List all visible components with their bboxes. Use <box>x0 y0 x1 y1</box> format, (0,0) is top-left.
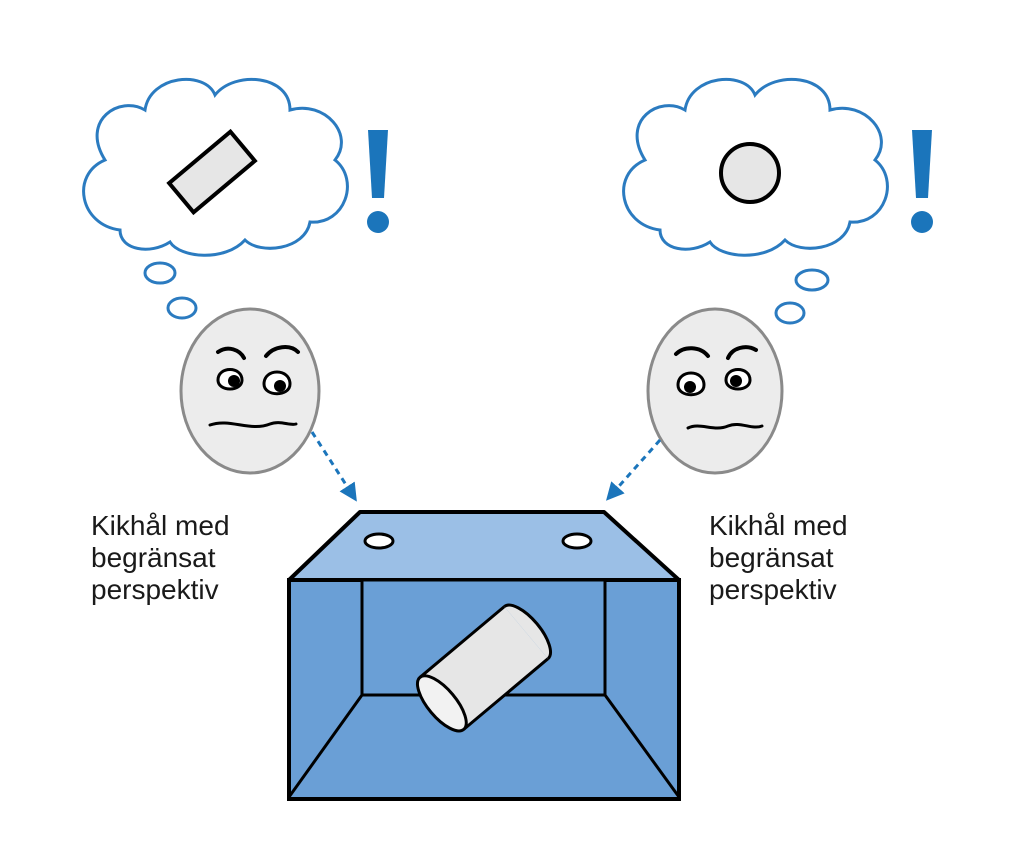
eye-right <box>724 368 752 391</box>
caption-line: Kikhål med <box>91 510 230 541</box>
exclamation-icon <box>367 130 389 233</box>
eye-left <box>676 371 706 397</box>
eye-left <box>216 368 244 391</box>
exclamation-icon <box>911 130 933 233</box>
face-left <box>179 307 321 475</box>
thought-bubble-small-left-2 <box>166 296 198 320</box>
box-top <box>287 510 681 582</box>
face-right <box>646 307 784 475</box>
peephole-left <box>363 532 395 550</box>
thought-bubble-small-right-2 <box>774 301 806 325</box>
caption-line: begränsat <box>91 542 216 573</box>
view-arrow-left <box>310 431 357 502</box>
rectangle-shape-icon <box>166 128 258 216</box>
caption-line: perspektiv <box>709 574 837 605</box>
view-arrow-right <box>606 439 662 501</box>
caption-peephole-right: Kikhål med begränsat perspektiv <box>709 510 848 606</box>
caption-line: begränsat <box>709 542 834 573</box>
eye-right <box>262 370 292 396</box>
caption-line: Kikhål med <box>709 510 848 541</box>
peephole-right <box>561 532 593 550</box>
thought-bubble-small-left-1 <box>143 261 177 285</box>
caption-line: perspektiv <box>91 574 219 605</box>
circle-shape-icon <box>719 142 781 204</box>
thought-cloud-left <box>82 77 349 320</box>
thought-bubble-small-right-1 <box>794 268 830 292</box>
caption-peephole-left: Kikhål med begränsat perspektiv <box>91 510 230 606</box>
cylinder-can-icon <box>416 603 552 733</box>
thought-cloud-right <box>622 77 889 325</box>
box <box>287 510 681 801</box>
